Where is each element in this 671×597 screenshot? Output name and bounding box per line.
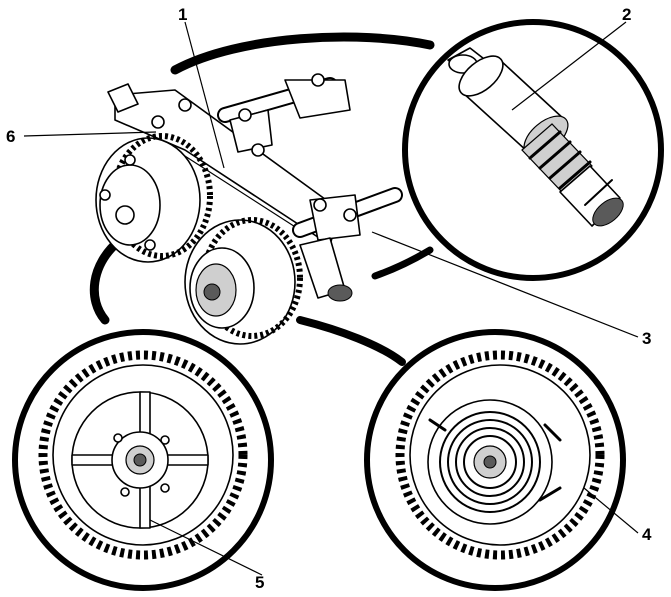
solenoid-valve [447, 47, 624, 227]
phaser-spring-detail-view [364, 329, 626, 591]
leader-6 [23, 131, 157, 137]
leader-5 [149, 519, 263, 576]
callout-labels: 1 2 3 4 5 6 [6, 5, 652, 592]
callout-3: 3 [642, 329, 651, 348]
callout-6: 6 [6, 127, 15, 146]
callout-5: 5 [255, 573, 264, 592]
leader-lines [23, 21, 639, 576]
lower-cam-gear [184, 217, 303, 345]
solenoid-detail-view [402, 19, 664, 281]
leader-3 [371, 231, 639, 338]
leader-1 [184, 21, 225, 169]
callout-1: 1 [178, 5, 187, 24]
cylinder-head-assembly [107, 73, 403, 302]
leader-4 [583, 487, 639, 534]
callout-2: 2 [622, 5, 631, 24]
upper-cam-gear [95, 133, 213, 263]
callout-4: 4 [642, 525, 652, 544]
phaser-rotor-detail-view [12, 329, 274, 591]
leader-2 [511, 21, 627, 111]
